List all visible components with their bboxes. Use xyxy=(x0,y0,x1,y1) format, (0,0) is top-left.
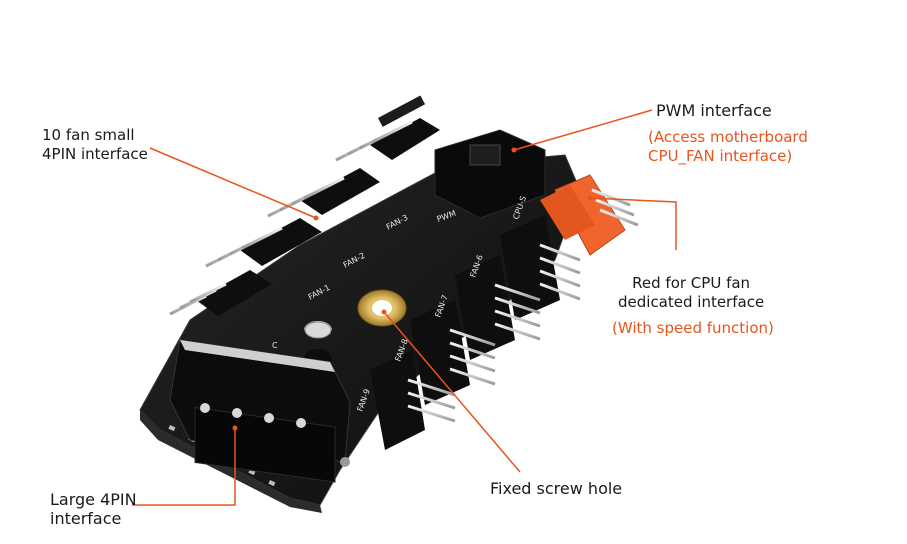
label-fixed-screw-hole: Fixed screw hole xyxy=(490,479,623,498)
silk-cap-mark: C xyxy=(272,341,278,350)
fan-header-fan-6 xyxy=(500,215,581,320)
fixed-screw-hole xyxy=(357,289,407,327)
fan-header-row-right xyxy=(370,215,581,450)
fan-header-fan-2 xyxy=(267,168,380,218)
fan-header-fan-7 xyxy=(455,255,541,360)
fan-header-fan-3 xyxy=(335,95,440,162)
callout-fan-small xyxy=(149,147,317,219)
fan-header-fan-8 xyxy=(410,300,496,405)
label-cpu-fan-interface: Red for CPU fan dedicated interface xyxy=(618,274,765,311)
cpu-fan-connector xyxy=(540,174,639,256)
label-large-4pin: Large 4PIN interface xyxy=(50,490,137,528)
label-cpu-speed-note: (With speed function) xyxy=(612,319,774,337)
callout-lines xyxy=(132,109,677,506)
fan-header-row-left xyxy=(169,95,440,316)
large-4pin-connector xyxy=(169,339,351,483)
label-pwm-interface: PWM interface xyxy=(656,101,772,120)
fan-header-fan-0 xyxy=(169,270,272,316)
fan-header-fan-9 xyxy=(370,350,456,450)
capacitor xyxy=(304,321,332,367)
pwm-connector xyxy=(434,129,546,219)
label-10-fan-small-4pin: 10 fan small 4PIN interface xyxy=(42,126,148,163)
callout-screw xyxy=(383,311,521,473)
label-pwm-note: (Access motherboard CPU_FAN interface) xyxy=(648,128,808,165)
fan-header-fan-1 xyxy=(205,218,322,268)
callout-pwm xyxy=(513,109,653,151)
callout-cpu xyxy=(589,197,677,250)
callout-large4pin xyxy=(132,428,236,506)
